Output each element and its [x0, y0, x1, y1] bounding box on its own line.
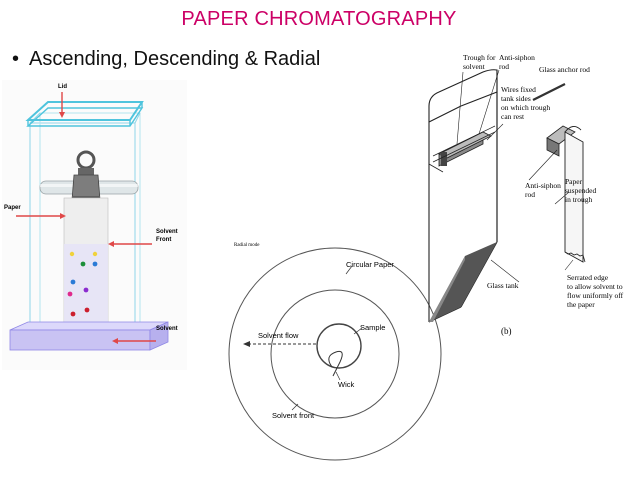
solvent-layer	[9, 321, 169, 351]
slide-title: PAPER CHROMATOGRAPHY	[181, 8, 457, 30]
serrated-label-3: flow uniformly off	[567, 291, 624, 300]
bullet-text: Ascending, Descending & Radial	[29, 48, 321, 70]
lid-arrow-head	[59, 112, 65, 118]
serrated-label-1: Serrated edge	[567, 273, 609, 282]
wick-label: Wick	[338, 380, 354, 389]
solvent-front-label-1: Solvent	[156, 229, 178, 235]
descending-labels: Trough for solvent Anti-siphon rod Glass…	[463, 53, 624, 336]
tank-wire	[428, 163, 444, 173]
wires-label-1: Wires fixed	[501, 85, 536, 94]
wick-icon	[328, 351, 343, 377]
solvent-front-ring	[270, 289, 400, 419]
figure-b-label: (b)	[501, 326, 512, 336]
lid	[25, 101, 144, 127]
trough-label-2: solvent	[463, 62, 486, 71]
tank-base-light	[429, 256, 465, 322]
glass-tank-label: Glass tank	[487, 281, 519, 290]
trough	[432, 125, 496, 167]
rod-top-label: rod	[499, 62, 509, 71]
serrated-label-2: to allow solvent to	[567, 282, 623, 291]
solvent-flow-label: Solvent flow	[258, 331, 299, 340]
anti-siphon-top-label: Anti-siphon	[499, 53, 535, 62]
paper-suspended-label-1: Paper	[565, 177, 583, 186]
solvent-front-region	[64, 244, 108, 326]
sample-label: Sample	[360, 323, 385, 332]
circular-paper	[228, 247, 442, 461]
solvent-front-pointer	[291, 403, 299, 411]
circular-paper-pointer	[345, 265, 353, 275]
descending-diagram: Trough for solvent Anti-siphon rod Glass…	[428, 53, 624, 336]
anti-siphon-mid-label: Anti-siphon	[525, 181, 561, 190]
sample-spots	[67, 251, 98, 317]
paper-suspended-label-3: in trough	[565, 195, 593, 204]
solvent-front-label-2: Front	[156, 237, 171, 243]
trough-label-1: Trough for	[463, 53, 496, 62]
sample-pointer	[353, 327, 363, 335]
ascending-diagram: Lid Paper So	[2, 80, 187, 370]
glass-anchor-label: Glass anchor rod	[539, 65, 590, 74]
radial-mode-label: Radial mode	[234, 243, 260, 248]
glass-anchor-rod	[532, 83, 566, 101]
paper-suspension	[546, 125, 586, 263]
paper-label: Paper	[4, 205, 21, 211]
tank-base	[429, 242, 497, 322]
solvent-front-label: Solvent front	[272, 411, 315, 420]
rod-mid-label: rod	[525, 190, 535, 199]
wires-label-2: tank sides	[501, 94, 531, 103]
sample-ring	[316, 323, 362, 369]
wires-label-3: on which trough	[501, 103, 550, 112]
solvent-label: Solvent	[156, 326, 178, 332]
wick-pointer	[335, 371, 341, 381]
wires-label-4: can rest	[501, 112, 525, 121]
radial-diagram: Radial mode Circular Paper Solvent flow …	[228, 243, 442, 461]
ascending-arrows	[16, 213, 156, 344]
circular-paper-label: Circular Paper	[346, 260, 394, 269]
serrated-label-4: the paper	[567, 300, 595, 309]
bullet-item: • Ascending, Descending & Radial	[12, 48, 320, 71]
bullet-icon: •	[12, 48, 20, 70]
paper-suspended-label-2: suspended	[565, 186, 596, 195]
solvent-flow-arrow-head	[243, 341, 250, 347]
descending-pointers	[456, 69, 574, 283]
lid-label: Lid	[58, 84, 67, 90]
